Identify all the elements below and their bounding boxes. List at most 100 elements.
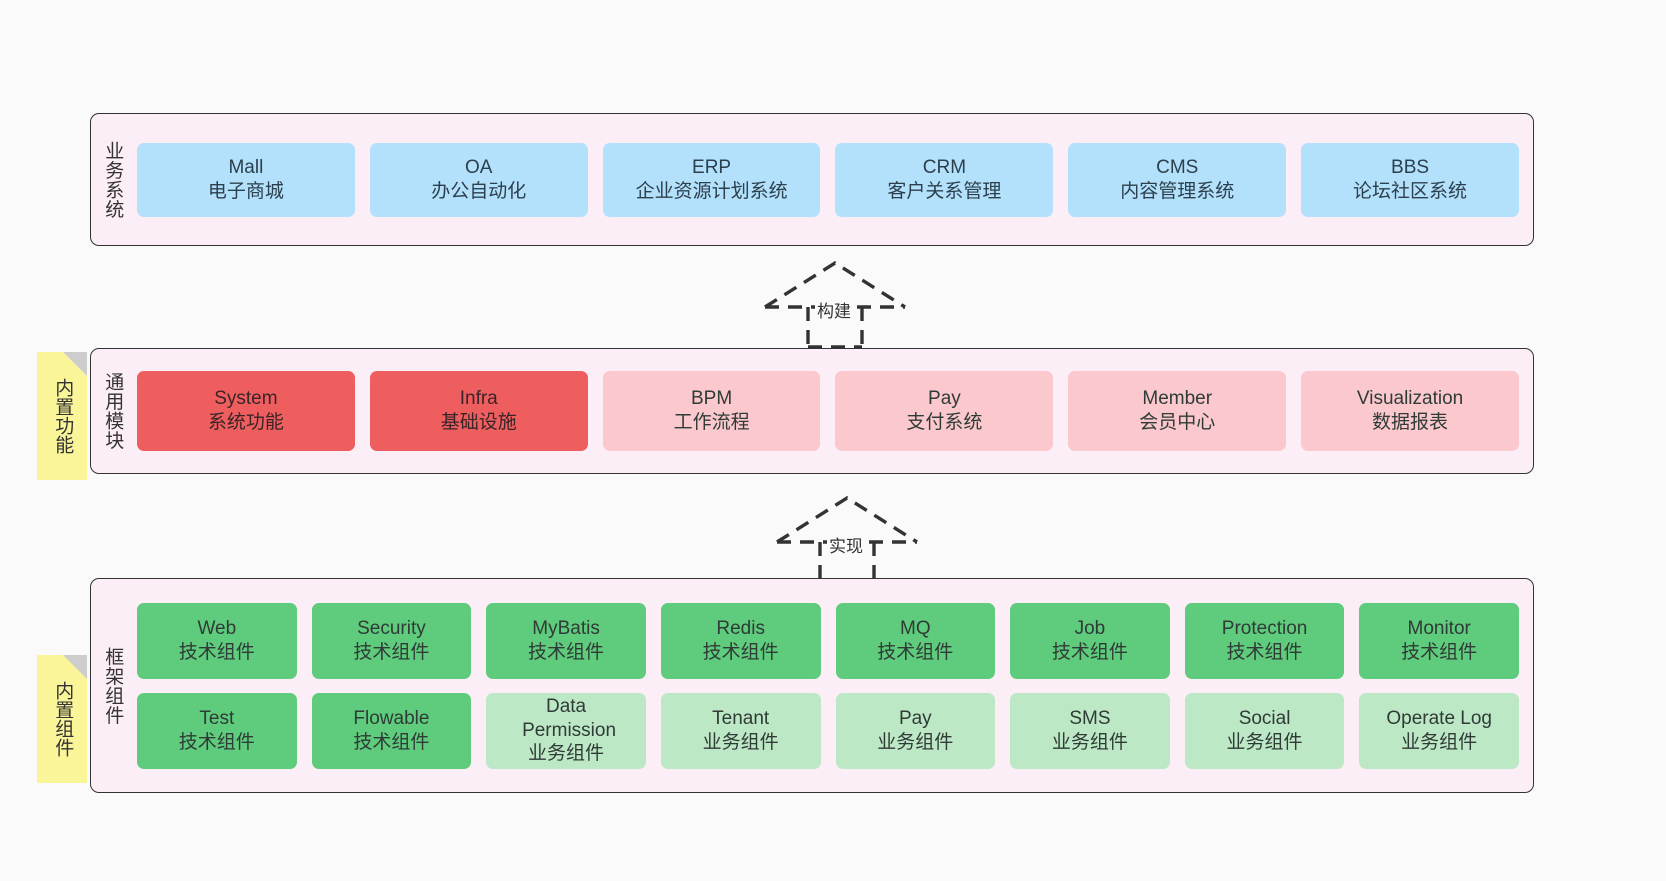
layer-label-framework-component: 框架组件 xyxy=(102,646,124,725)
component-title-cn: 业务组件 xyxy=(1051,731,1128,753)
module-title-en: BBS xyxy=(1391,156,1430,178)
module-title-cn: 基础设施 xyxy=(440,412,517,433)
module-title-cn: 企业资源计划系统 xyxy=(635,180,788,202)
module-box-member[interactable]: Member 会员中心 xyxy=(1068,371,1287,451)
component-box-test[interactable]: Test 技术组件 xyxy=(137,692,297,769)
component-box-redis[interactable]: Redis 技术组件 xyxy=(660,602,821,679)
component-title-en: Operate Log xyxy=(1386,707,1492,729)
module-box-infra[interactable]: Infra 基础设施 xyxy=(369,371,588,451)
component-title-en: SMS xyxy=(1069,707,1111,729)
component-title-cn: 技术组件 xyxy=(1226,641,1303,663)
component-title-en: Monitor xyxy=(1407,617,1471,639)
component-box-protection[interactable]: Protection 技术组件 xyxy=(1184,602,1345,679)
module-title-en: System xyxy=(214,388,278,410)
box-row: Mall 电子商城 OA 办公自动化 ERP 企业资源计划系统 CRM 客户关系… xyxy=(137,142,1519,217)
layer-body-common-module: System 系统功能 Infra 基础设施 BPM 工作流程 Pay 支付系统… xyxy=(133,349,1533,473)
sticky-note-builtin-function: 内置功能 xyxy=(37,352,87,480)
module-box-bpm[interactable]: BPM 工作流程 xyxy=(602,371,821,451)
component-box-flowable[interactable]: Flowable 技术组件 xyxy=(311,692,472,769)
module-box-system[interactable]: System 系统功能 xyxy=(137,371,355,451)
module-box-cms[interactable]: CMS 内容管理系统 xyxy=(1068,142,1287,217)
sticky-note-label: 内置功能 xyxy=(52,378,74,454)
box-row: System 系统功能 Infra 基础设施 BPM 工作流程 Pay 支付系统… xyxy=(137,371,1519,451)
module-box-erp[interactable]: ERP 企业资源计划系统 xyxy=(602,142,821,217)
component-box-job[interactable]: Job 技术组件 xyxy=(1010,602,1170,679)
module-title-cn: 工作流程 xyxy=(673,412,750,433)
component-title-cn: 业务组件 xyxy=(702,731,779,753)
module-title-cn: 论坛社区系统 xyxy=(1353,180,1468,202)
box-row: Test 技术组件 Flowable 技术组件 Data Permission … xyxy=(137,692,1519,769)
module-title-cn: 电子商城 xyxy=(207,180,284,202)
arrow-build-label: 构建 xyxy=(815,297,853,322)
layer-common-module: 通用模块 System 系统功能 Infra 基础设施 BPM 工作流程 Pay… xyxy=(90,348,1534,474)
box-row: Web 技术组件 Security 技术组件 MyBatis 技术组件 Redi… xyxy=(137,602,1519,679)
module-title-en: ERP xyxy=(692,156,732,178)
component-box-operate-log[interactable]: Operate Log 业务组件 xyxy=(1359,692,1519,769)
module-title-en: Member xyxy=(1142,388,1213,410)
component-title-cn: 技术组件 xyxy=(353,641,430,663)
component-box-mq[interactable]: MQ 技术组件 xyxy=(835,602,996,679)
module-title-cn: 系统功能 xyxy=(207,412,284,433)
component-box-web[interactable]: Web 技术组件 xyxy=(137,602,297,679)
component-title-en: MQ xyxy=(900,617,931,639)
component-box-monitor[interactable]: Monitor 技术组件 xyxy=(1359,602,1519,679)
module-box-mall[interactable]: Mall 电子商城 xyxy=(137,142,355,217)
layer-body-framework-component: Web 技术组件 Security 技术组件 MyBatis 技术组件 Redi… xyxy=(133,579,1533,792)
module-title-cn: 支付系统 xyxy=(906,412,983,433)
component-title-en: Data Permission xyxy=(522,695,617,741)
module-title-en: Visualization xyxy=(1356,388,1464,410)
module-box-crm[interactable]: CRM 客户关系管理 xyxy=(835,142,1054,217)
arrow-implement: 实现 xyxy=(772,492,922,584)
component-title-cn: 技术组件 xyxy=(178,731,255,753)
module-title-cn: 内容管理系统 xyxy=(1120,180,1235,202)
component-title-en: Web xyxy=(197,617,237,639)
layer-framework-component: 框架组件 Web 技术组件 Security 技术组件 MyBatis 技术组件… xyxy=(90,578,1534,793)
module-box-pay[interactable]: Pay 支付系统 xyxy=(835,371,1054,451)
component-title-cn: 技术组件 xyxy=(877,641,954,663)
layer-label-business-system: 业务系统 xyxy=(102,140,124,219)
note-fold-corner-icon xyxy=(63,352,87,376)
component-title-en: Protection xyxy=(1221,617,1308,639)
component-box-sms[interactable]: SMS 业务组件 xyxy=(1010,692,1170,769)
component-title-cn: 技术组件 xyxy=(528,641,605,663)
component-box-social[interactable]: Social 业务组件 xyxy=(1184,692,1345,769)
module-box-oa[interactable]: OA 办公自动化 xyxy=(369,142,588,217)
sticky-note-label: 内置组件 xyxy=(52,681,74,757)
module-box-visualization[interactable]: Visualization 数据报表 xyxy=(1301,371,1519,451)
module-title-cn: 会员中心 xyxy=(1139,412,1216,433)
component-title-en: Pay xyxy=(898,707,932,729)
module-box-bbs[interactable]: BBS 论坛社区系统 xyxy=(1301,142,1519,217)
module-title-cn: 数据报表 xyxy=(1372,412,1449,433)
module-title-en: CRM xyxy=(922,156,967,178)
module-title-en: OA xyxy=(465,156,493,178)
module-title-en: CMS xyxy=(1156,156,1199,178)
component-title-en: Redis xyxy=(716,617,765,639)
component-title-cn: 技术组件 xyxy=(1051,641,1128,663)
component-box-mybatis[interactable]: MyBatis 技术组件 xyxy=(486,602,646,679)
component-title-cn: 业务组件 xyxy=(1226,731,1303,753)
component-box-tenant[interactable]: Tenant 业务组件 xyxy=(660,692,821,769)
module-title-cn: 客户关系管理 xyxy=(887,180,1002,202)
component-box-pay[interactable]: Pay 业务组件 xyxy=(835,692,996,769)
component-title-cn: 技术组件 xyxy=(702,641,779,663)
arrow-implement-label: 实现 xyxy=(827,532,865,557)
note-fold-corner-icon xyxy=(63,655,87,679)
arrow-build: 构建 xyxy=(760,257,910,349)
component-title-cn: 业务组件 xyxy=(877,731,954,753)
component-title-en: Security xyxy=(357,617,426,639)
module-title-en: Infra xyxy=(459,388,498,410)
component-box-data-permission[interactable]: Data Permission 业务组件 xyxy=(486,692,646,769)
component-title-cn: 技术组件 xyxy=(178,641,255,663)
component-title-en: MyBatis xyxy=(532,617,600,639)
module-title-en: Pay xyxy=(928,388,961,410)
component-title-en: Flowable xyxy=(353,707,430,729)
component-title-cn: 业务组件 xyxy=(1401,731,1478,753)
component-box-security[interactable]: Security 技术组件 xyxy=(311,602,472,679)
module-title-en: BPM xyxy=(690,388,733,410)
layer-body-business-system: Mall 电子商城 OA 办公自动化 ERP 企业资源计划系统 CRM 客户关系… xyxy=(133,114,1533,245)
module-title-cn: 办公自动化 xyxy=(431,180,527,202)
component-title-en: Test xyxy=(199,707,235,729)
component-title-en: Tenant xyxy=(712,707,770,729)
layer-label-common-module: 通用模块 xyxy=(102,372,124,450)
